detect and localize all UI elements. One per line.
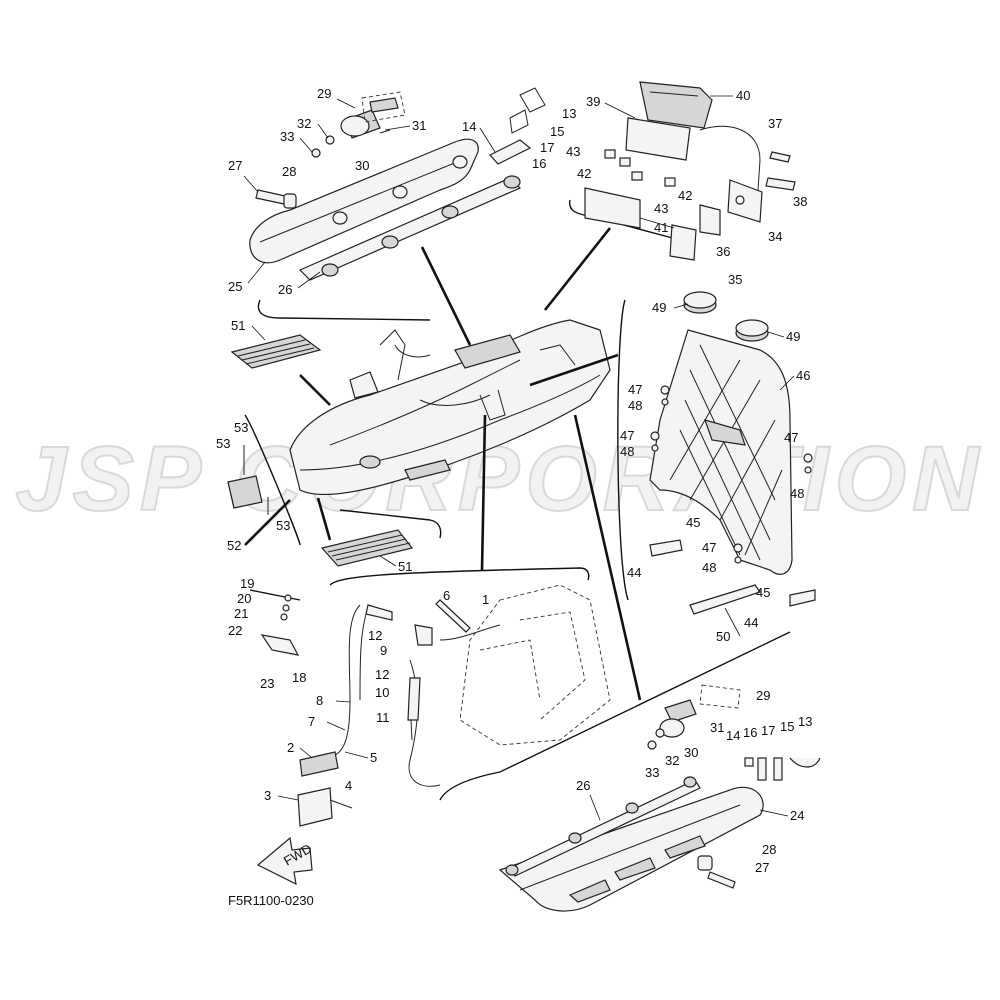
callout-29: 29 [317, 86, 331, 101]
callout-22: 22 [228, 623, 242, 638]
callout-28-b: 28 [762, 842, 776, 857]
callout-39: 39 [586, 94, 600, 109]
callout-40: 40 [736, 88, 750, 103]
callout-36: 36 [716, 244, 730, 259]
callout-53: 53 [234, 420, 248, 435]
callout-6: 6 [443, 588, 450, 603]
callout-17-b: 17 [761, 723, 775, 738]
callout-33: 33 [280, 129, 294, 144]
callout-2: 2 [287, 740, 294, 755]
callout-42: 42 [577, 166, 591, 181]
callout-15-b: 15 [780, 719, 794, 734]
callout-27-b: 27 [755, 860, 769, 875]
callout-50: 50 [716, 629, 730, 644]
bottom-right-rail-assembly [498, 684, 821, 912]
callout-3: 3 [264, 788, 271, 803]
top-left-rail-assembly [249, 87, 546, 281]
callout-48-d: 48 [702, 560, 716, 575]
callout-14-b: 14 [726, 728, 740, 743]
callout-4: 4 [345, 778, 352, 793]
callout-38: 38 [793, 194, 807, 209]
callout-47-b: 47 [620, 428, 634, 443]
callout-16-b: 16 [743, 725, 757, 740]
callout-11: 11 [376, 710, 390, 725]
top-right-handle-assembly [584, 81, 796, 261]
callout-48-c: 48 [790, 486, 804, 501]
right-lattice-panel [649, 291, 816, 615]
callout-18: 18 [292, 670, 306, 685]
callout-23: 23 [260, 676, 274, 691]
callout-53-c: 53 [276, 518, 290, 533]
callout-27: 27 [228, 158, 242, 173]
callout-47-d: 47 [702, 540, 716, 555]
callout-43-b: 43 [654, 201, 668, 216]
mat-strips-lower [320, 529, 414, 567]
callout-13-b: 13 [798, 714, 812, 729]
callout-31-b: 31 [710, 720, 724, 735]
callout-29-b: 29 [756, 688, 770, 703]
callout-21: 21 [234, 606, 248, 621]
callout-20: 20 [237, 591, 251, 606]
callout-9: 9 [380, 643, 387, 658]
leader-lines [244, 227, 642, 701]
callout-25: 25 [228, 279, 242, 294]
callout-49: 49 [652, 300, 666, 315]
callout-32: 32 [297, 116, 311, 131]
mat-strips-upper [230, 334, 322, 369]
watercraft-hull [289, 319, 611, 496]
callout-10: 10 [375, 685, 389, 700]
callout-45: 45 [686, 515, 700, 530]
callout-45-b: 45 [756, 585, 770, 600]
callout-12: 12 [368, 628, 382, 643]
callout-26: 26 [278, 282, 292, 297]
callout-33-b: 33 [645, 765, 659, 780]
callout-49-b: 49 [786, 329, 800, 344]
callout-15: 15 [550, 124, 564, 139]
callout-43: 43 [566, 144, 580, 159]
fwd-arrow: FWD [256, 836, 314, 886]
callout-44: 44 [627, 565, 641, 580]
callout-31: 31 [412, 118, 426, 133]
callout-47-c: 47 [784, 430, 798, 445]
callout-42-b: 42 [678, 188, 692, 203]
engine-outline [459, 584, 611, 746]
callout-16: 16 [532, 156, 546, 171]
callout-47: 47 [628, 382, 642, 397]
callout-24: 24 [790, 808, 804, 823]
callout-48: 48 [628, 398, 642, 413]
callout-leader-ticks [243, 95, 795, 821]
callout-46: 46 [796, 368, 810, 383]
callout-5: 5 [370, 750, 377, 765]
diagram-code: F5R1100-0230 [228, 893, 314, 908]
callout-28: 28 [282, 164, 296, 179]
callout-14: 14 [462, 119, 476, 134]
callout-34: 34 [768, 229, 782, 244]
callout-41: 41 [654, 220, 668, 235]
callout-17: 17 [540, 140, 554, 155]
callout-7: 7 [308, 714, 315, 729]
callout-52: 52 [227, 538, 241, 553]
hose-assembly [260, 594, 501, 827]
callout-51-b: 51 [398, 559, 412, 574]
callout-1: 1 [482, 592, 489, 607]
callout-53-b: 53 [216, 436, 230, 451]
callout-26-b: 26 [576, 778, 590, 793]
callout-44-b: 44 [744, 615, 758, 630]
callout-35: 35 [728, 272, 742, 287]
callout-12-b: 12 [375, 667, 389, 682]
callout-labels: 29 32 33 31 30 27 28 25 26 14 13 15 17 1… [216, 86, 812, 875]
callout-19: 19 [240, 576, 254, 591]
callout-48-b: 48 [620, 444, 634, 459]
callout-51: 51 [231, 318, 245, 333]
callout-30: 30 [355, 158, 369, 173]
callout-32-b: 32 [665, 753, 679, 768]
callout-37: 37 [768, 116, 782, 131]
callout-8: 8 [316, 693, 323, 708]
callout-13: 13 [562, 106, 576, 121]
callout-30-b: 30 [684, 745, 698, 760]
group-brackets [244, 199, 791, 801]
control-box [227, 445, 269, 515]
